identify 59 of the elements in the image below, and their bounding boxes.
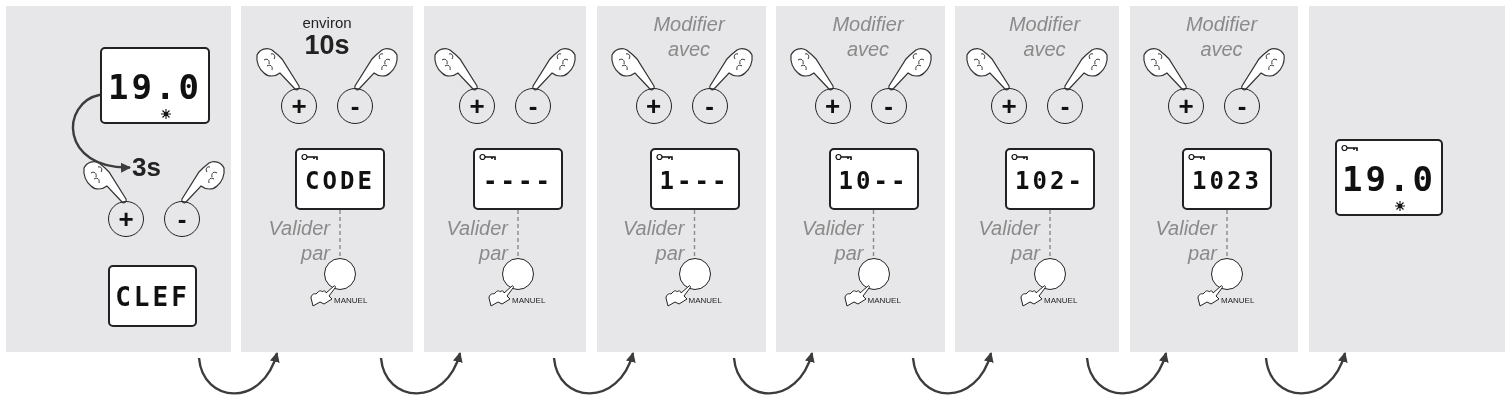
display-reading: 19.0: [107, 67, 203, 108]
display-reading: 1023: [1191, 166, 1263, 195]
display-reading: 19.0: [1341, 159, 1437, 200]
display-reading: 10--: [837, 166, 910, 195]
instruction-text: Modifier avec: [831, 12, 906, 62]
duration-label: 10s: [303, 30, 351, 61]
instruction-text: Valider par: [267, 216, 330, 266]
lcd-display: [100, 47, 210, 124]
display-reading: ----: [482, 166, 554, 195]
lcd-display: [649, 148, 740, 210]
instruction-text: Modifier avec: [652, 12, 727, 62]
display-reading: 1---: [658, 166, 731, 195]
dashed-line: [517, 209, 519, 259]
step-panel: [597, 6, 766, 352]
step-note: environ: [301, 14, 353, 31]
step-panel: [241, 6, 413, 352]
curved-arrow: [1085, 352, 1168, 395]
display-reading: CODE: [304, 166, 376, 195]
display-reading: 102-: [1014, 166, 1086, 195]
instruction-text: Modifier avec: [1184, 12, 1259, 62]
curved-arrow: [71, 93, 131, 172]
curved-arrow: [197, 352, 279, 395]
lcd-display: [1335, 139, 1443, 216]
step-panel: [424, 6, 586, 352]
button-caption: MANUEL: [334, 296, 368, 305]
instruction-text: Valider par: [977, 216, 1040, 266]
instruction-text: Modifier avec: [1007, 12, 1082, 62]
dashed-line: [1049, 209, 1051, 259]
lcd-display: [828, 148, 919, 210]
instruction-text: Valider par: [801, 216, 864, 266]
step-panel: [1309, 6, 1505, 352]
curved-arrow: [911, 352, 993, 395]
curved-arrow: [732, 352, 814, 395]
lcd-display: [473, 148, 563, 210]
dashed-line: [872, 209, 875, 259]
display-reading: CLEF: [114, 282, 191, 313]
button-caption: MANUEL: [688, 296, 722, 305]
step-panel: [1130, 6, 1298, 352]
button-caption: MANUEL: [867, 296, 901, 305]
instruction-text: Valider par: [1154, 216, 1217, 266]
dashed-line: [339, 209, 341, 259]
curved-arrow: [379, 352, 462, 395]
curved-arrow: [552, 352, 635, 395]
duration-label: 3s: [132, 152, 161, 183]
button-caption: MANUEL: [1221, 296, 1255, 305]
dashed-line: [1226, 209, 1228, 259]
lcd-display: [1182, 148, 1272, 210]
button-caption: MANUEL: [512, 296, 546, 305]
step-panel: [955, 6, 1119, 352]
step-panel: [6, 6, 231, 352]
lcd-display: [1005, 148, 1095, 210]
dashed-line: [693, 209, 696, 259]
instruction-text: Valider par: [445, 216, 508, 266]
lcd-display: [295, 148, 385, 210]
lcd-display: [108, 265, 197, 327]
instruction-text: Valider par: [622, 216, 685, 266]
curved-arrow: [1264, 352, 1347, 395]
step-panel: [776, 6, 945, 352]
button-caption: MANUEL: [1044, 296, 1078, 305]
